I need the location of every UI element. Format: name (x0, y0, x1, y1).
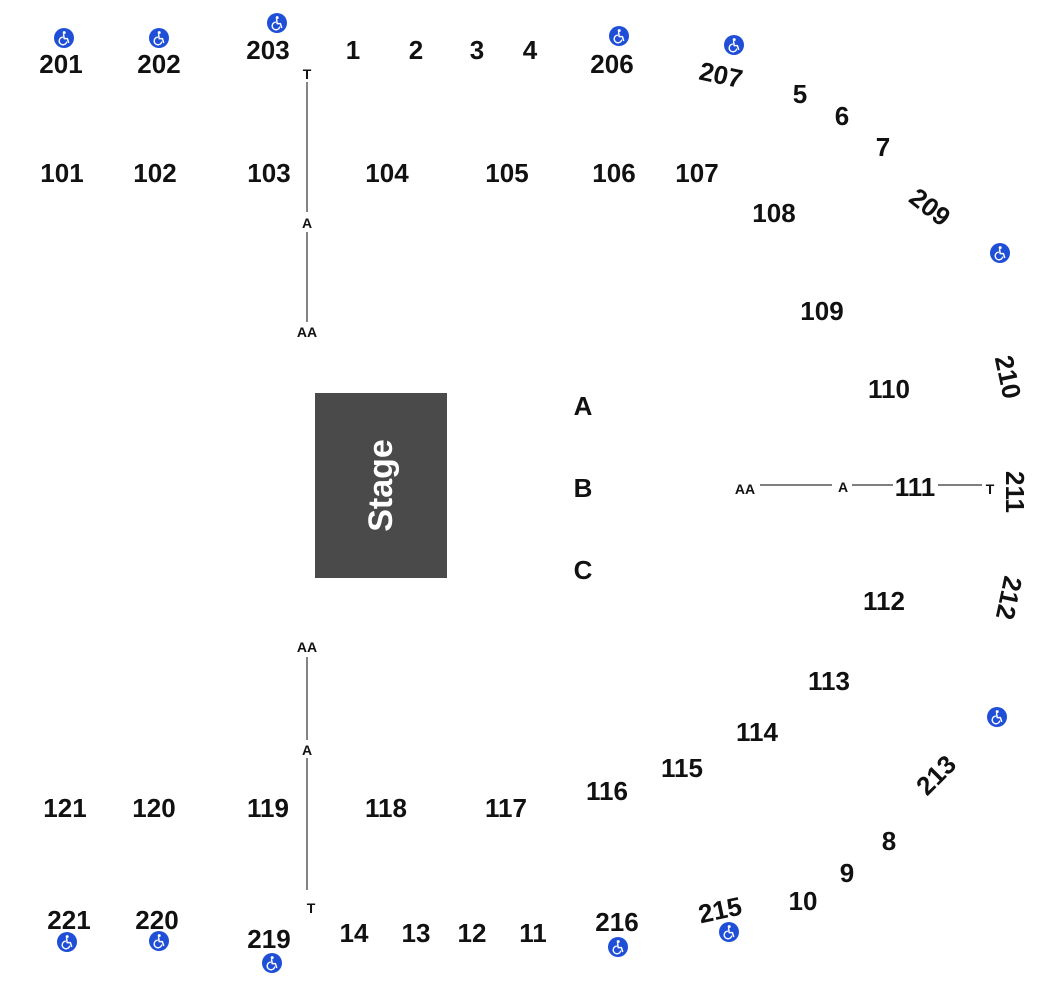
wheelchair-icon (987, 707, 1007, 727)
section-106[interactable]: 106 (592, 158, 636, 188)
wheelchair-icon (149, 28, 169, 48)
wheelchair-icon (609, 26, 629, 46)
row-marker-aa-right: AA (734, 481, 756, 497)
section-113[interactable]: 113 (808, 666, 850, 696)
stage-label: Stage (361, 439, 400, 532)
section-111[interactable]: 111 (894, 472, 936, 502)
stage[interactable]: Stage (315, 393, 447, 578)
section-115[interactable]: 115 (661, 753, 703, 783)
box-section-10[interactable]: 10 (788, 886, 818, 916)
section-105[interactable]: 105 (485, 158, 529, 188)
section-112[interactable]: 112 (863, 586, 905, 616)
wheelchair-icon (149, 931, 169, 951)
box-section-2[interactable]: 2 (408, 35, 424, 65)
section-221[interactable]: 221 (47, 905, 91, 935)
floor-section-b[interactable]: B (573, 473, 593, 503)
section-202[interactable]: 202 (137, 49, 181, 79)
box-section-5[interactable]: 5 (792, 79, 808, 109)
section-219[interactable]: 219 (247, 924, 291, 954)
section-121[interactable]: 121 (43, 793, 87, 823)
section-104[interactable]: 104 (365, 158, 409, 188)
section-120[interactable]: 120 (132, 793, 176, 823)
row-marker-a-right: A (837, 479, 849, 495)
wheelchair-icon (57, 932, 77, 952)
section-201[interactable]: 201 (39, 49, 83, 79)
box-section-13[interactable]: 13 (401, 918, 431, 948)
section-211[interactable]: 211 (1000, 471, 1030, 513)
wheelchair-icon (990, 243, 1010, 263)
section-216[interactable]: 216 (595, 907, 639, 937)
wheelchair-icon (267, 13, 287, 33)
box-section-9[interactable]: 9 (839, 858, 855, 888)
section-110[interactable]: 110 (868, 374, 910, 404)
section-206[interactable]: 206 (590, 49, 634, 79)
row-marker-aa-lower: AA (296, 639, 318, 655)
box-section-3[interactable]: 3 (469, 35, 485, 65)
box-section-7[interactable]: 7 (875, 132, 891, 162)
section-220[interactable]: 220 (135, 905, 179, 935)
section-114[interactable]: 114 (736, 717, 778, 747)
box-section-12[interactable]: 12 (457, 918, 487, 948)
section-118[interactable]: 118 (365, 793, 407, 823)
section-116[interactable]: 116 (586, 776, 628, 806)
section-107[interactable]: 107 (675, 158, 719, 188)
section-203[interactable]: 203 (246, 35, 290, 65)
row-marker-aa-upper: AA (296, 324, 318, 340)
section-119[interactable]: 119 (247, 793, 289, 823)
floor-section-a[interactable]: A (573, 391, 593, 421)
floor-section-c[interactable]: C (573, 555, 593, 585)
wheelchair-icon (608, 937, 628, 957)
box-section-8[interactable]: 8 (881, 826, 897, 856)
box-section-14[interactable]: 14 (339, 918, 369, 948)
section-108[interactable]: 108 (752, 198, 796, 228)
row-marker-a-upper: A (301, 215, 313, 231)
box-section-6[interactable]: 6 (834, 101, 850, 131)
box-section-4[interactable]: 4 (522, 35, 538, 65)
wheelchair-icon (719, 922, 739, 942)
box-section-11[interactable]: 11 (519, 918, 547, 948)
row-marker-t-lower: T (306, 900, 316, 916)
row-marker-t-upper: T (302, 66, 312, 82)
wheelchair-icon (262, 953, 282, 973)
section-109[interactable]: 109 (800, 296, 844, 326)
section-102[interactable]: 102 (133, 158, 177, 188)
section-103[interactable]: 103 (247, 158, 291, 188)
wheelchair-icon (54, 28, 74, 48)
section-101[interactable]: 101 (40, 158, 84, 188)
row-marker-a-lower: A (301, 742, 313, 758)
box-section-1[interactable]: 1 (345, 35, 361, 65)
wheelchair-icon (724, 35, 744, 55)
row-marker-t-right: T (985, 481, 995, 497)
section-117[interactable]: 117 (485, 793, 527, 823)
